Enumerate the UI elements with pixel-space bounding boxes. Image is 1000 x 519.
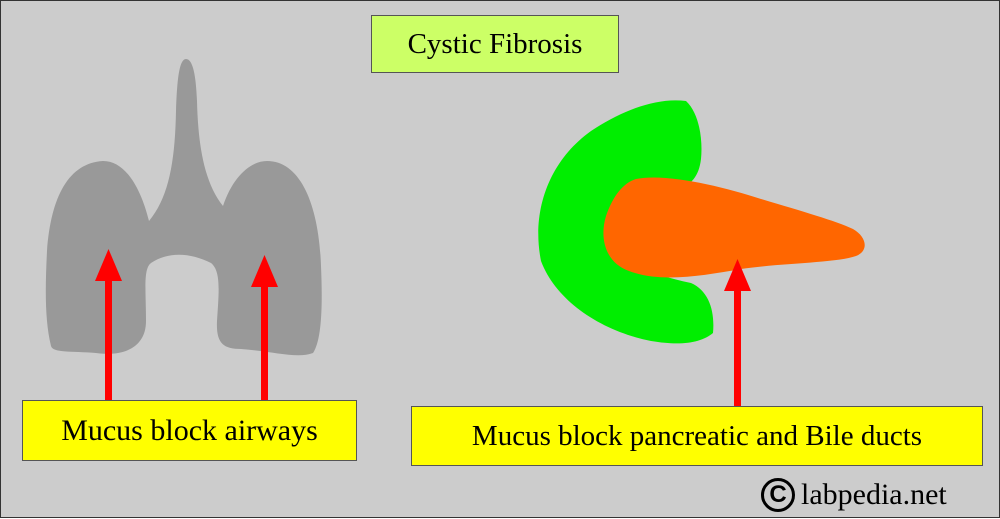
arrow-shaft xyxy=(734,287,741,407)
diagram-title: Cystic Fibrosis xyxy=(407,27,583,60)
duodenum-shape xyxy=(538,100,714,344)
airways-label-box: Mucus block airways xyxy=(22,400,357,461)
watermark-text: labpedia.net xyxy=(801,478,947,511)
arrow-shaft xyxy=(105,277,112,401)
arrow-up-icon xyxy=(251,255,278,287)
pancreas-shape xyxy=(603,177,865,278)
arrow-up-icon xyxy=(95,249,122,281)
arrow-up-icon xyxy=(724,259,751,291)
duodenum-icon xyxy=(538,100,714,344)
arrow-pancreas xyxy=(724,259,751,407)
arrow-shaft xyxy=(261,283,268,401)
airways-label: Mucus block airways xyxy=(61,413,318,447)
pancreas-label: Mucus block pancreatic and Bile ducts xyxy=(471,419,923,452)
lungs-icon xyxy=(45,59,322,356)
watermark: C labpedia.net xyxy=(761,473,947,517)
pancreas-icon xyxy=(603,177,865,278)
arrow-right-lung xyxy=(251,255,278,401)
lungs-shape xyxy=(45,59,322,356)
title-box: Cystic Fibrosis xyxy=(371,15,619,73)
copyright-icon: C xyxy=(761,478,795,512)
pancreas-label-box: Mucus block pancreatic and Bile ducts xyxy=(411,406,983,466)
arrow-left-lung xyxy=(95,249,122,401)
